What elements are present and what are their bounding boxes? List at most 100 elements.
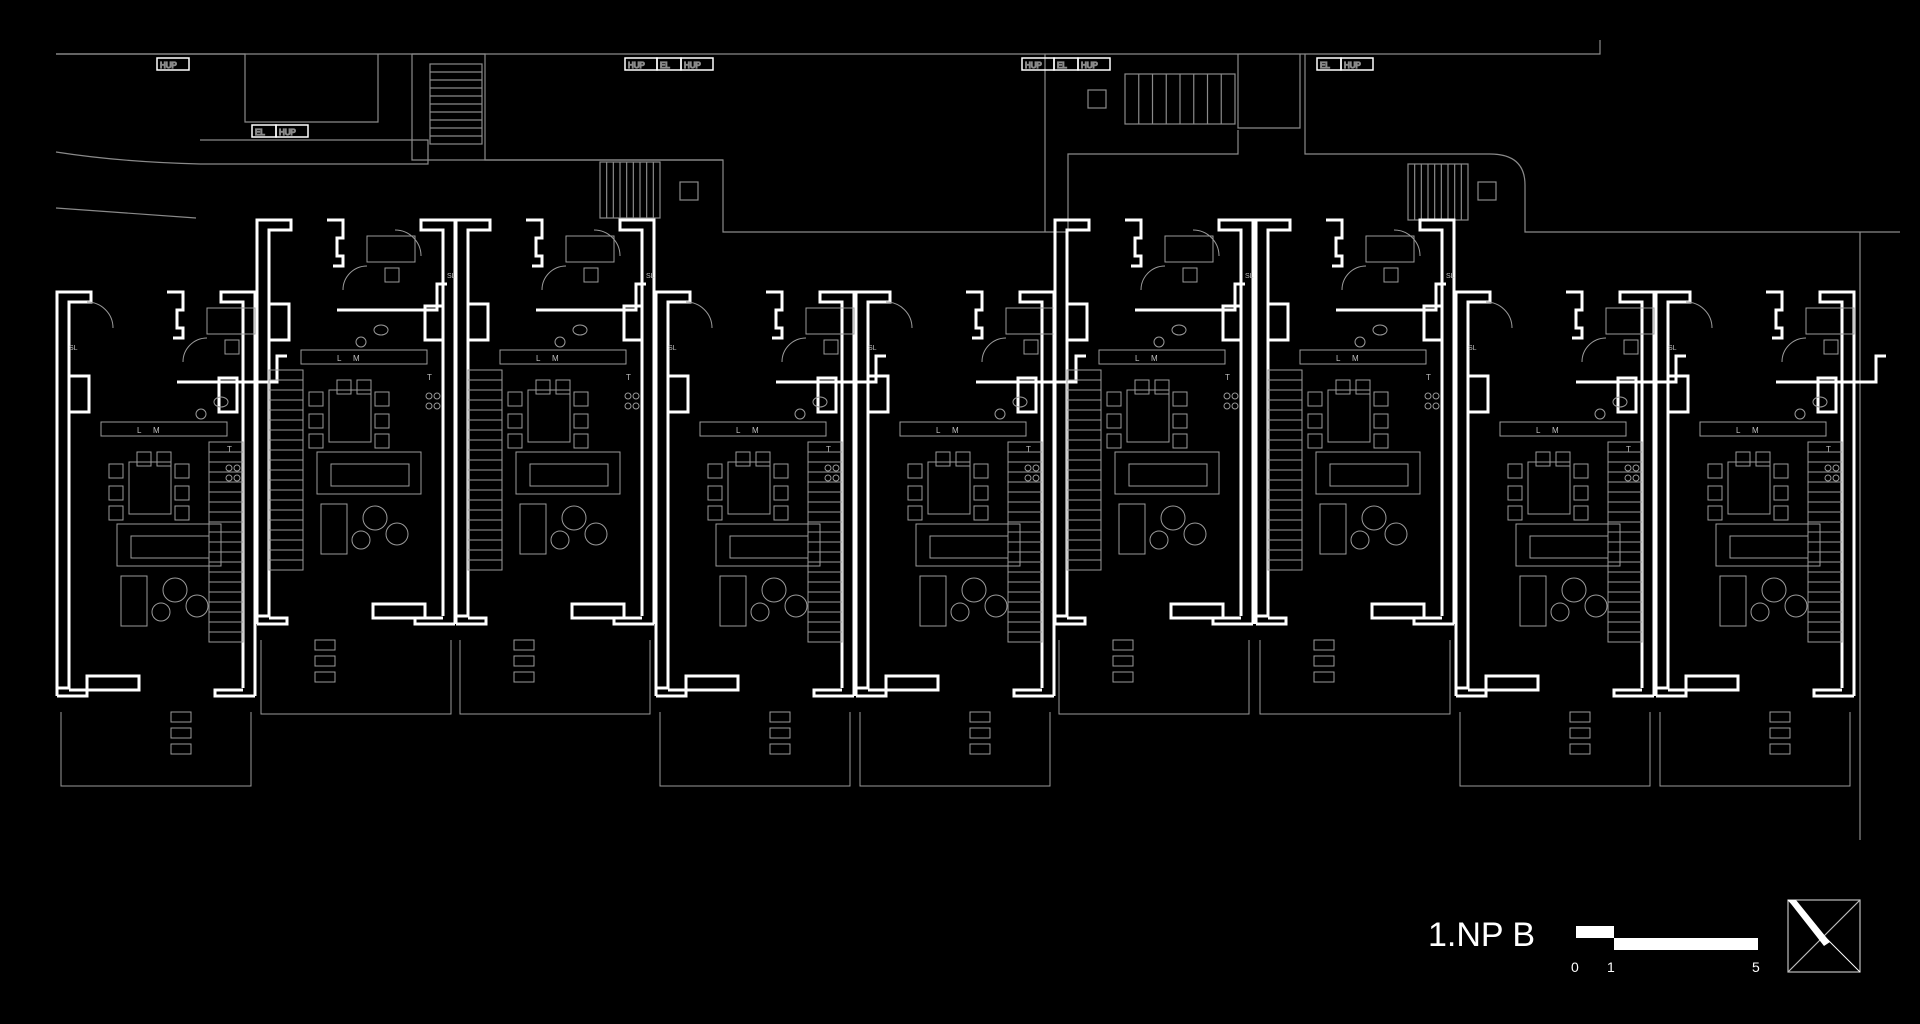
- coffee-table: [761, 577, 787, 603]
- hob-icon: [1424, 402, 1432, 410]
- chair: [1507, 463, 1523, 479]
- hob-icon: [1624, 474, 1632, 482]
- room-label: M: [153, 426, 160, 435]
- exterior-wall: [856, 688, 888, 698]
- chair: [174, 485, 190, 501]
- chair: [308, 433, 324, 449]
- room-label: L: [936, 426, 941, 435]
- armchair: [120, 575, 148, 627]
- chair: [1373, 413, 1389, 429]
- bathroom-wall: [966, 290, 984, 340]
- nightstand: [384, 267, 400, 283]
- internal-stair: [1007, 441, 1043, 643]
- stool: [1183, 522, 1207, 546]
- hob-icon: [1223, 392, 1231, 400]
- room-label: L: [736, 426, 741, 435]
- bed: [1365, 235, 1415, 263]
- exterior-wall: [1012, 688, 1054, 698]
- shaft: [67, 374, 91, 414]
- dining-table: [128, 461, 172, 515]
- exterior-wall: [1812, 688, 1854, 698]
- window: [1484, 674, 1540, 692]
- chair: [336, 379, 352, 395]
- shaft: [1266, 302, 1290, 342]
- site-line: [1304, 54, 1900, 233]
- internal-stair: [1807, 441, 1843, 643]
- chair: [1172, 391, 1188, 407]
- nightstand: [1383, 267, 1399, 283]
- scale-label-5: 5: [1752, 959, 1760, 975]
- stool: [351, 530, 371, 550]
- hob-icon: [624, 392, 632, 400]
- stool: [784, 594, 808, 618]
- door-swing: [885, 301, 913, 329]
- bed: [366, 235, 416, 263]
- window: [371, 602, 427, 620]
- stool: [185, 594, 209, 618]
- hob-icon: [1832, 464, 1840, 472]
- chair: [1535, 451, 1551, 467]
- room-label: L: [1336, 354, 1341, 363]
- sofa-seat: [130, 535, 210, 559]
- stool: [151, 602, 171, 622]
- toilet-icon: [1372, 324, 1388, 336]
- bathroom-wall: [1766, 290, 1784, 340]
- kitchen-counter: [699, 421, 827, 437]
- stool: [1350, 530, 1370, 550]
- site-line: [1237, 54, 1301, 129]
- terrace-outline: [1659, 712, 1851, 787]
- chair: [136, 451, 152, 467]
- room-label: T: [1225, 373, 1230, 382]
- sink-icon: [994, 408, 1006, 420]
- chair: [1507, 485, 1523, 501]
- bathroom-wall: [167, 290, 185, 340]
- exterior-wall: [413, 616, 455, 626]
- chair: [1573, 505, 1589, 521]
- exterior-wall: [612, 616, 654, 626]
- hob-icon: [1032, 474, 1040, 482]
- room-label: T: [626, 373, 631, 382]
- step: [1569, 711, 1591, 723]
- chair: [973, 505, 989, 521]
- site-stair: [1407, 163, 1469, 221]
- hob-icon: [1624, 464, 1632, 472]
- shaft: [1666, 374, 1690, 414]
- exterior-wall: [618, 218, 656, 624]
- sofa: [116, 523, 222, 567]
- nightstand: [1182, 267, 1198, 283]
- room-label: L: [1736, 426, 1741, 435]
- chair: [1735, 451, 1751, 467]
- hob-icon: [632, 392, 640, 400]
- exterior-wall: [1418, 218, 1456, 624]
- room-label: M: [1552, 426, 1559, 435]
- terrace-outline: [659, 712, 851, 787]
- room-label: T: [1626, 445, 1631, 454]
- hob-icon: [1424, 392, 1432, 400]
- chair: [773, 505, 789, 521]
- room-label: M: [752, 426, 759, 435]
- hob-icon: [832, 474, 840, 482]
- kitchen-counter: [499, 349, 627, 365]
- bathroom-wall: [327, 218, 345, 268]
- chair: [1335, 379, 1351, 395]
- sofa: [1114, 451, 1220, 495]
- utility-tag-text: EL: [1320, 61, 1330, 70]
- utility-tag-text: HUP: [279, 128, 296, 137]
- bed: [565, 235, 615, 263]
- room-label: M: [1752, 426, 1759, 435]
- exterior-wall: [419, 218, 457, 624]
- bed: [1605, 307, 1655, 335]
- chair: [1307, 413, 1323, 429]
- dining-table: [328, 389, 372, 443]
- door-swing: [1581, 337, 1607, 363]
- armchair: [1719, 575, 1747, 627]
- chair: [773, 463, 789, 479]
- window: [1370, 602, 1426, 620]
- chair: [573, 433, 589, 449]
- coffee-table: [1160, 505, 1186, 531]
- door-swing: [593, 229, 621, 257]
